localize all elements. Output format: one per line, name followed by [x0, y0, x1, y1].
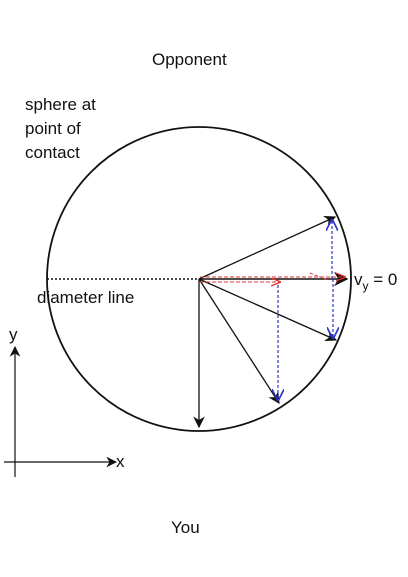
- vy-symbol: v: [354, 270, 363, 289]
- red-component-short: [309, 272, 329, 281]
- label-opponent: Opponent: [152, 50, 227, 69]
- velocity-vector-lower-diagonal: [198, 278, 280, 404]
- label-sphere-contact: sphere at point of contact: [25, 95, 96, 162]
- label-diameter-line: diameter line: [37, 288, 135, 307]
- velocity-vector-upper: [198, 216, 337, 280]
- label-axis-y: y: [9, 325, 18, 344]
- label-you: You: [171, 518, 200, 537]
- velocity-vector-lower-right: [198, 278, 338, 342]
- label-axis-x: x: [116, 452, 125, 471]
- vy-subscript: y: [362, 279, 369, 293]
- label-vy-zero: vy = 0: [354, 270, 398, 293]
- vy-equals-zero: = 0: [368, 270, 398, 289]
